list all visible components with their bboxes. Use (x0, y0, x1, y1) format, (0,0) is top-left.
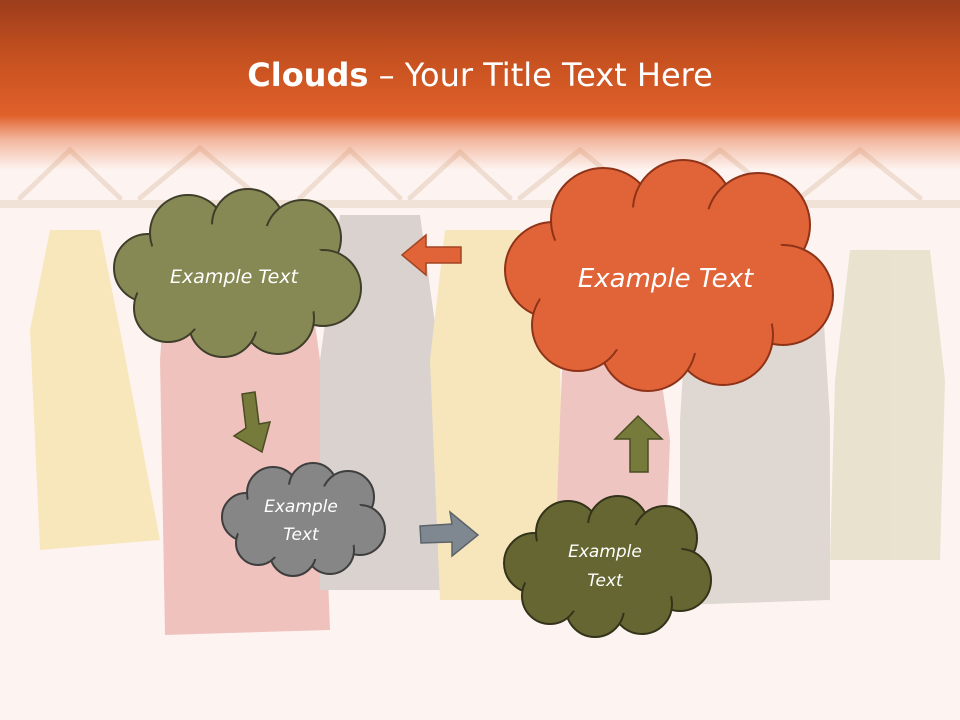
cloud-3-fill (221, 462, 386, 577)
cloud-2-fill (504, 159, 834, 392)
arrow-left-icon (400, 233, 462, 277)
cloud-4-fill (503, 495, 712, 638)
cloud-shape-4[interactable]: Example Text (500, 495, 712, 638)
cloud-1-icon (113, 188, 362, 358)
cloud-1-fill (113, 188, 362, 358)
cloud-1-text: Example Text (169, 265, 299, 288)
cloud-shape-3[interactable]: Example Text (218, 462, 386, 577)
arrow-right-icon (419, 510, 480, 558)
cloud-shape-2[interactable]: Example Text (498, 159, 834, 393)
cloud-3-icon (221, 462, 386, 577)
cloud-2-text: Example Text (577, 264, 754, 294)
title-bold: Clouds (247, 56, 369, 94)
cloud-4-icon (503, 495, 712, 638)
cloud-2-icon (504, 159, 834, 392)
title-separator: – (368, 56, 405, 94)
cloud-4-text: Example Text (568, 542, 642, 591)
title-bar (0, 0, 960, 170)
cloud-3-text: Example Text (264, 497, 338, 545)
title-rest: Your Title Text Here (404, 56, 713, 94)
arrow-down-right-icon (232, 391, 272, 454)
arrow-up-icon (613, 414, 664, 473)
cloud-shape-1[interactable]: Example Text (108, 188, 362, 360)
slide-title: Clouds – Your Title Text Here (0, 52, 960, 98)
